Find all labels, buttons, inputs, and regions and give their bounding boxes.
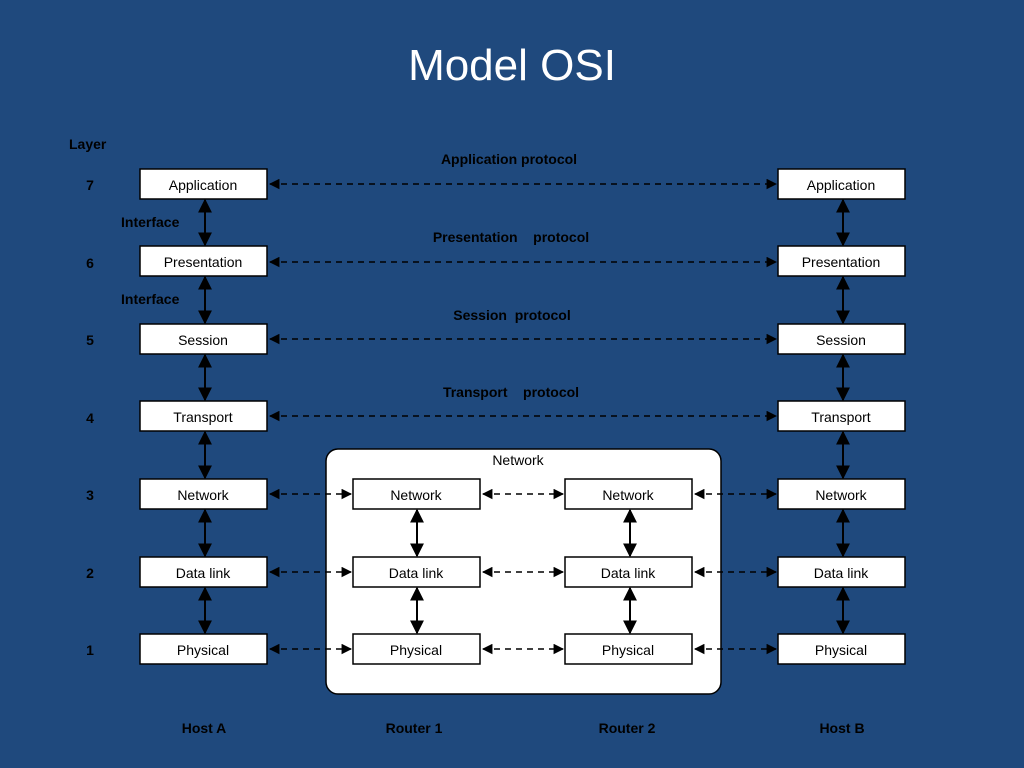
router-1-physical-label: Physical [390,642,442,658]
host-a-physical-box [139,633,268,665]
application-protocol-label: Application protocol [441,151,577,167]
host-b-application-label: Application [807,177,876,193]
layer-number-6: 6 [86,255,94,271]
interface-label-6-5: Interface [121,291,180,307]
host-b-datalink-box [777,556,906,588]
host-a-presentation-box [139,245,268,277]
host-b-physical-box [777,633,906,665]
router-2-network-label: Network [602,487,654,503]
router-2-network-box [564,478,693,510]
host-a-presentation-label: Presentation [164,254,243,270]
router-2-physical-label: Physical [602,642,654,658]
host-a-transport-box [139,400,268,432]
host-a-datalink-box [139,556,268,588]
router-2-datalink-label: Data link [601,565,656,581]
layer-number-4: 4 [86,410,94,426]
host-b-presentation-box [777,245,906,277]
router-2-physical-box [564,633,693,665]
host-a-application-label: Application [169,177,238,193]
host-b-presentation-label: Presentation [802,254,881,270]
session-protocol-label: Session protocol [453,307,570,323]
router-2-datalink-box [564,556,693,588]
host-a-datalink-label: Data link [176,565,231,581]
column-label-router-1: Router 1 [386,720,443,736]
host-b-session-label: Session [816,332,866,348]
host-a-transport-label: Transport [173,409,233,425]
host-b-network-box [777,478,906,510]
host-b-transport-box [777,400,906,432]
interface-label-7-6: Interface [121,214,180,230]
router-1-network-box [352,478,481,510]
host-b-physical-label: Physical [815,642,867,658]
layer-number-1: 1 [86,642,94,658]
host-b-session-box [777,323,906,355]
router-1-physical-box [352,633,481,665]
host-b-datalink-label: Data link [814,565,869,581]
host-a-network-box [139,478,268,510]
router-1-datalink-label: Data link [389,565,444,581]
host-a-session-label: Session [178,332,228,348]
host-a-application-box [139,168,268,200]
presentation-protocol-label: Presentation protocol [433,229,589,245]
layer-heading: Layer [69,136,107,152]
layer-number-5: 5 [86,332,94,348]
host-a-physical-label: Physical [177,642,229,658]
host-a-session-box [139,323,268,355]
host-b-network-label: Network [815,487,867,503]
host-b-transport-label: Transport [811,409,871,425]
host-a-network-label: Network [177,487,229,503]
host-b-application-box [777,168,906,200]
column-label-host-b: Host B [819,720,864,736]
layer-number-3: 3 [86,487,94,503]
transport-protocol-label: Transport protocol [443,384,579,400]
layer-number-7: 7 [86,177,94,193]
router-1-network-label: Network [390,487,442,503]
layer-number-2: 2 [86,565,94,581]
column-label-host-a: Host A [182,720,227,736]
column-label-router-2: Router 2 [599,720,656,736]
router-1-datalink-box [352,556,481,588]
network-panel-label: Network [492,452,544,468]
slide-title: Model OSI [408,41,616,90]
